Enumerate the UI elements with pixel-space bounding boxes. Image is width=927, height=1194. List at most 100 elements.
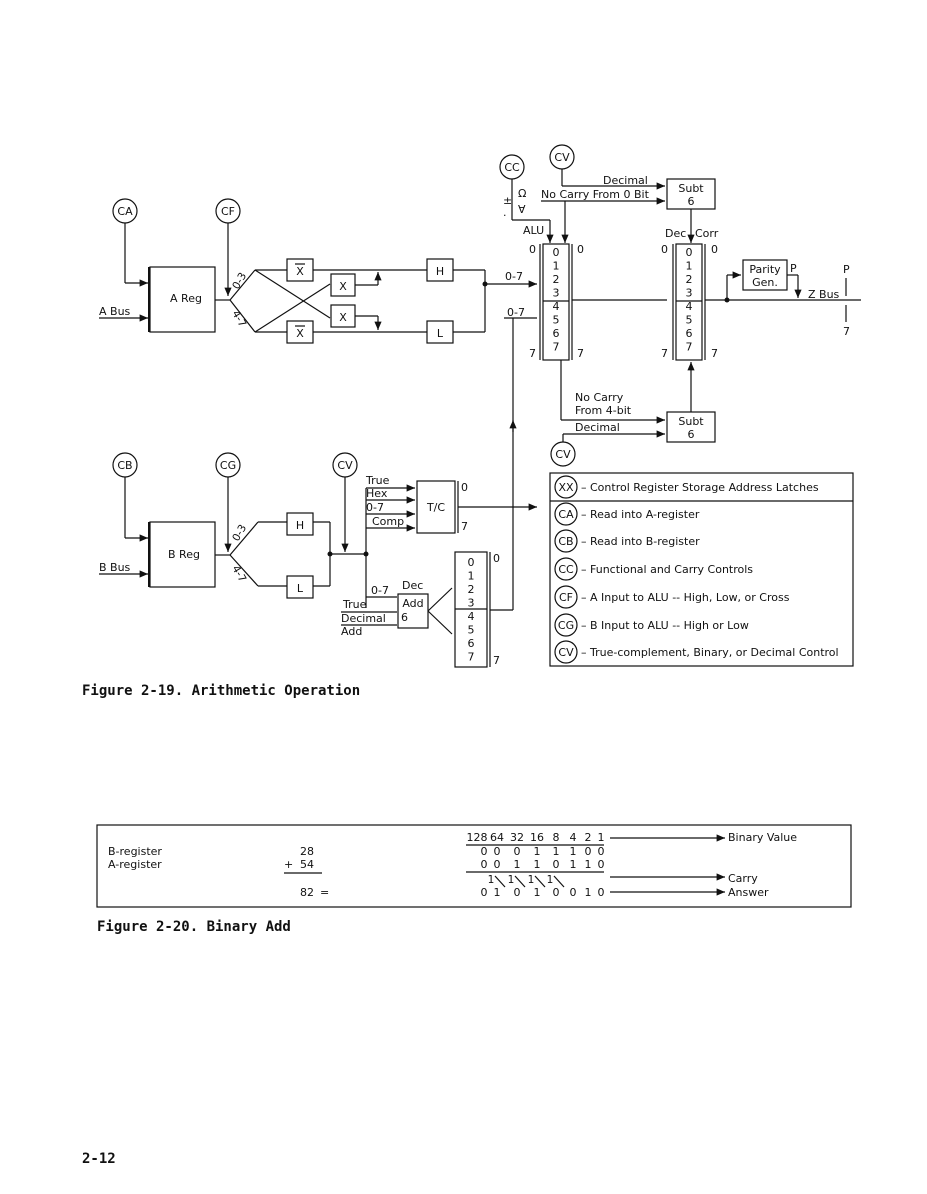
legend-code: CC	[558, 563, 574, 576]
a-bit: 0	[553, 858, 560, 871]
cf-circle: CF	[215, 198, 241, 296]
subt-top-box: Subt 6	[666, 178, 716, 243]
ca-circle: CA	[112, 198, 148, 287]
legend-code-circle	[554, 529, 578, 553]
b-register: B Bus B Reg 0-3 4-7 H L	[99, 488, 369, 608]
answer-bit: 1	[585, 886, 592, 899]
legend-code: CA	[558, 508, 574, 521]
svg-text:0-3: 0-3	[230, 523, 249, 544]
b-bit: 0	[598, 845, 605, 858]
carry-bit: 1	[547, 874, 554, 886]
register-bit: 1	[468, 570, 475, 583]
svg-text:B Bus: B Bus	[99, 561, 131, 574]
cg-circle: CG	[215, 452, 241, 552]
answer-bit: 0	[481, 886, 488, 899]
binary-weight: 128	[467, 831, 488, 844]
svg-text:Gen.: Gen.	[752, 276, 778, 289]
svg-text:Subt: Subt	[678, 415, 704, 428]
answer-bit: 0	[598, 886, 605, 899]
svg-text:Subt: Subt	[678, 182, 704, 195]
svg-text:0: 0	[461, 481, 468, 494]
page-number: 2-12	[82, 1151, 116, 1167]
b-bit: 0	[514, 845, 521, 858]
carry-bit: 1	[488, 874, 495, 886]
answer-bit: 1	[534, 886, 541, 899]
legend-code-circle	[554, 557, 578, 581]
b-bit: 0	[585, 845, 592, 858]
carry-bit: 1	[528, 874, 535, 886]
svg-text:CV: CV	[337, 459, 353, 472]
register-bit: 1	[553, 260, 560, 273]
answer-bit: 0	[570, 886, 577, 899]
b-bit: 1	[534, 845, 541, 858]
register-bit: 3	[686, 287, 693, 300]
legend-code: CF	[559, 591, 573, 604]
svg-text:CC: CC	[504, 161, 520, 174]
svg-text:6: 6	[688, 195, 695, 208]
svg-text:0-3: 0-3	[230, 271, 249, 292]
svg-text:Decimal: Decimal	[575, 421, 620, 434]
register-bit: 7	[468, 651, 475, 664]
svg-text:7: 7	[493, 654, 500, 667]
carry-arrow	[494, 875, 506, 888]
svg-text:No Carry: No Carry	[575, 391, 624, 404]
legend-code-circle	[554, 502, 578, 526]
register-bit: 3	[468, 597, 475, 610]
carry-arrow	[514, 875, 526, 888]
svg-text:From 4-bit: From 4-bit	[575, 404, 632, 417]
register-bit: 5	[553, 314, 560, 327]
answer-bit: 0	[514, 886, 521, 899]
svg-text:No Carry From 0 Bit: No Carry From 0 Bit	[541, 188, 650, 201]
svg-text:CB: CB	[117, 459, 132, 472]
register-bit: 6	[553, 327, 560, 340]
svg-text:H: H	[436, 265, 444, 278]
svg-text:True: True	[365, 474, 390, 487]
svg-text:Carry: Carry	[728, 872, 758, 885]
svg-text:4-7: 4-7	[229, 309, 248, 330]
svg-text:0-7: 0-7	[366, 501, 384, 514]
register-bit: 2	[468, 583, 475, 596]
svg-text:=: =	[320, 886, 329, 899]
svg-text:B-register: B-register	[108, 845, 162, 858]
svg-text:B Reg: B Reg	[168, 548, 200, 561]
svg-text:∀: ∀	[518, 203, 526, 216]
arithmetic-diagram: CC Ω ± ∀ . CV Decimal No Carry From 0 Bi…	[82, 144, 861, 699]
parity-gen: Parity Gen. P Z Bus P 7	[726, 259, 850, 338]
svg-text:28: 28	[300, 845, 314, 858]
binary-weight: 64	[490, 831, 504, 844]
legend-text: – True-complement, Binary, or Decimal Co…	[581, 646, 839, 659]
svg-text:A Reg: A Reg	[170, 292, 202, 305]
a-register: A Bus A Reg 0-3 4-7	[99, 266, 256, 333]
b-bit: 0	[494, 845, 501, 858]
svg-text:CG: CG	[220, 459, 236, 472]
svg-text:P: P	[790, 262, 797, 275]
a-bit: 1	[570, 858, 577, 871]
svg-text:A Bus: A Bus	[99, 305, 131, 318]
a-bit: 0	[481, 858, 488, 871]
svg-text:Add: Add	[341, 625, 362, 638]
binary-weight: 1	[598, 831, 605, 844]
svg-text:True: True	[342, 598, 367, 611]
legend: XX– Control Register Storage Address Lat…	[549, 472, 854, 667]
answer-bit: 0	[553, 886, 560, 899]
svg-text:.: .	[503, 206, 507, 219]
figure-2-19-caption: Figure 2-19. Arithmetic Operation	[82, 683, 360, 699]
register-bit: 4	[686, 300, 693, 313]
cv-mid-circle: CV	[332, 452, 358, 552]
a-bit: 1	[514, 858, 521, 871]
b-bit: 1	[570, 845, 577, 858]
legend-text: – Functional and Carry Controls	[581, 563, 753, 576]
cv-top-circle: CV Decimal No Carry From 0 Bit	[541, 144, 665, 243]
svg-text:6: 6	[688, 428, 695, 441]
svg-text:L: L	[437, 327, 444, 340]
svg-text:0: 0	[661, 243, 668, 256]
svg-text:Decimal: Decimal	[603, 174, 648, 187]
svg-text:Corr: Corr	[695, 227, 719, 240]
legend-code-circle	[554, 585, 578, 609]
carry-arrow	[553, 875, 565, 888]
svg-text:P: P	[843, 263, 850, 276]
svg-text:CF: CF	[221, 205, 235, 218]
